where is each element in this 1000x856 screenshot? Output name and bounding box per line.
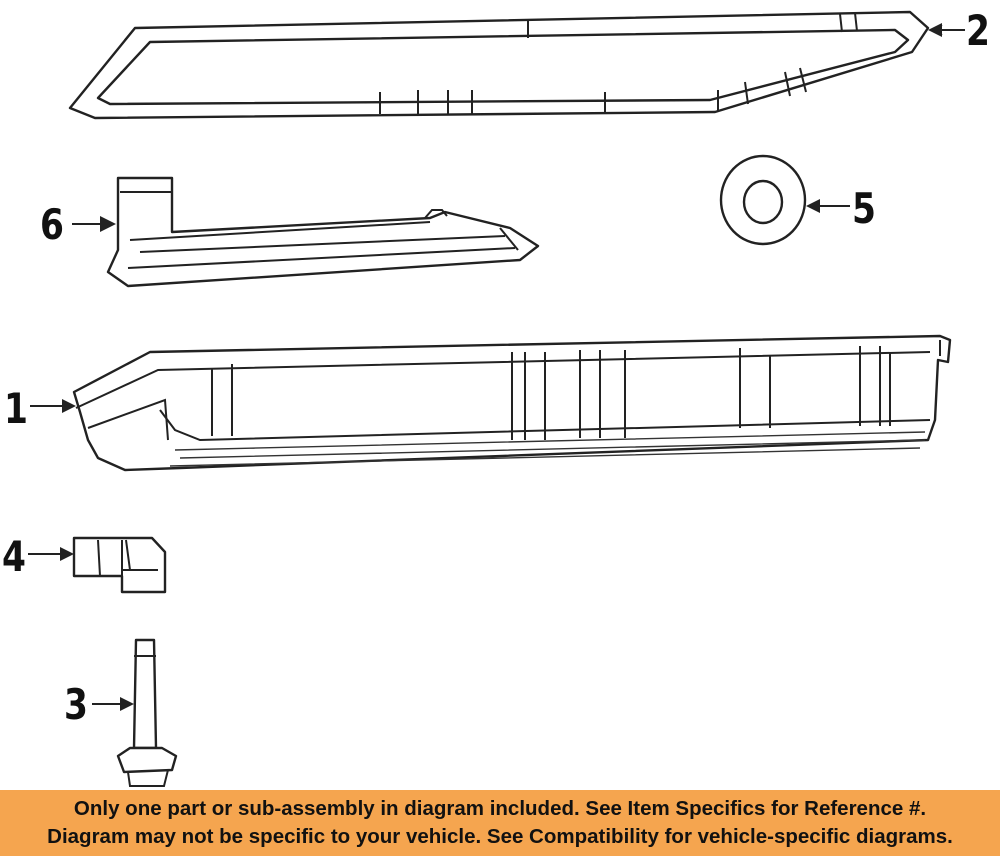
disclaimer-line-1: Only one part or sub-assembly in diagram… [73,797,927,820]
filter-part-6[interactable] [106,176,540,288]
arrowhead-2 [928,23,942,37]
callout-5: 5 [852,184,876,233]
seal-part-5[interactable] [719,154,807,246]
callout-2: 2 [966,6,990,55]
arrowhead-4 [60,547,74,561]
arrowhead-1 [62,399,76,413]
arrowhead-3 [120,697,134,711]
disclaimer-banner: Only one part or sub-assembly in diagram… [0,790,1000,856]
parts-diagram [28,10,965,787]
bolt-part-3[interactable] [116,638,178,787]
gasket-part-2[interactable] [68,10,930,120]
arrowhead-6 [100,216,116,232]
disclaimer-line-2: Diagram may not be specific to your vehi… [47,825,953,848]
magnet-part-4[interactable] [72,536,167,594]
arrowhead-5 [806,199,820,213]
callout-3: 3 [64,680,88,729]
callout-6: 6 [40,200,64,249]
oil-pan-part-1[interactable] [72,334,952,472]
callout-1: 1 [4,384,28,433]
callout-4: 4 [2,532,26,581]
